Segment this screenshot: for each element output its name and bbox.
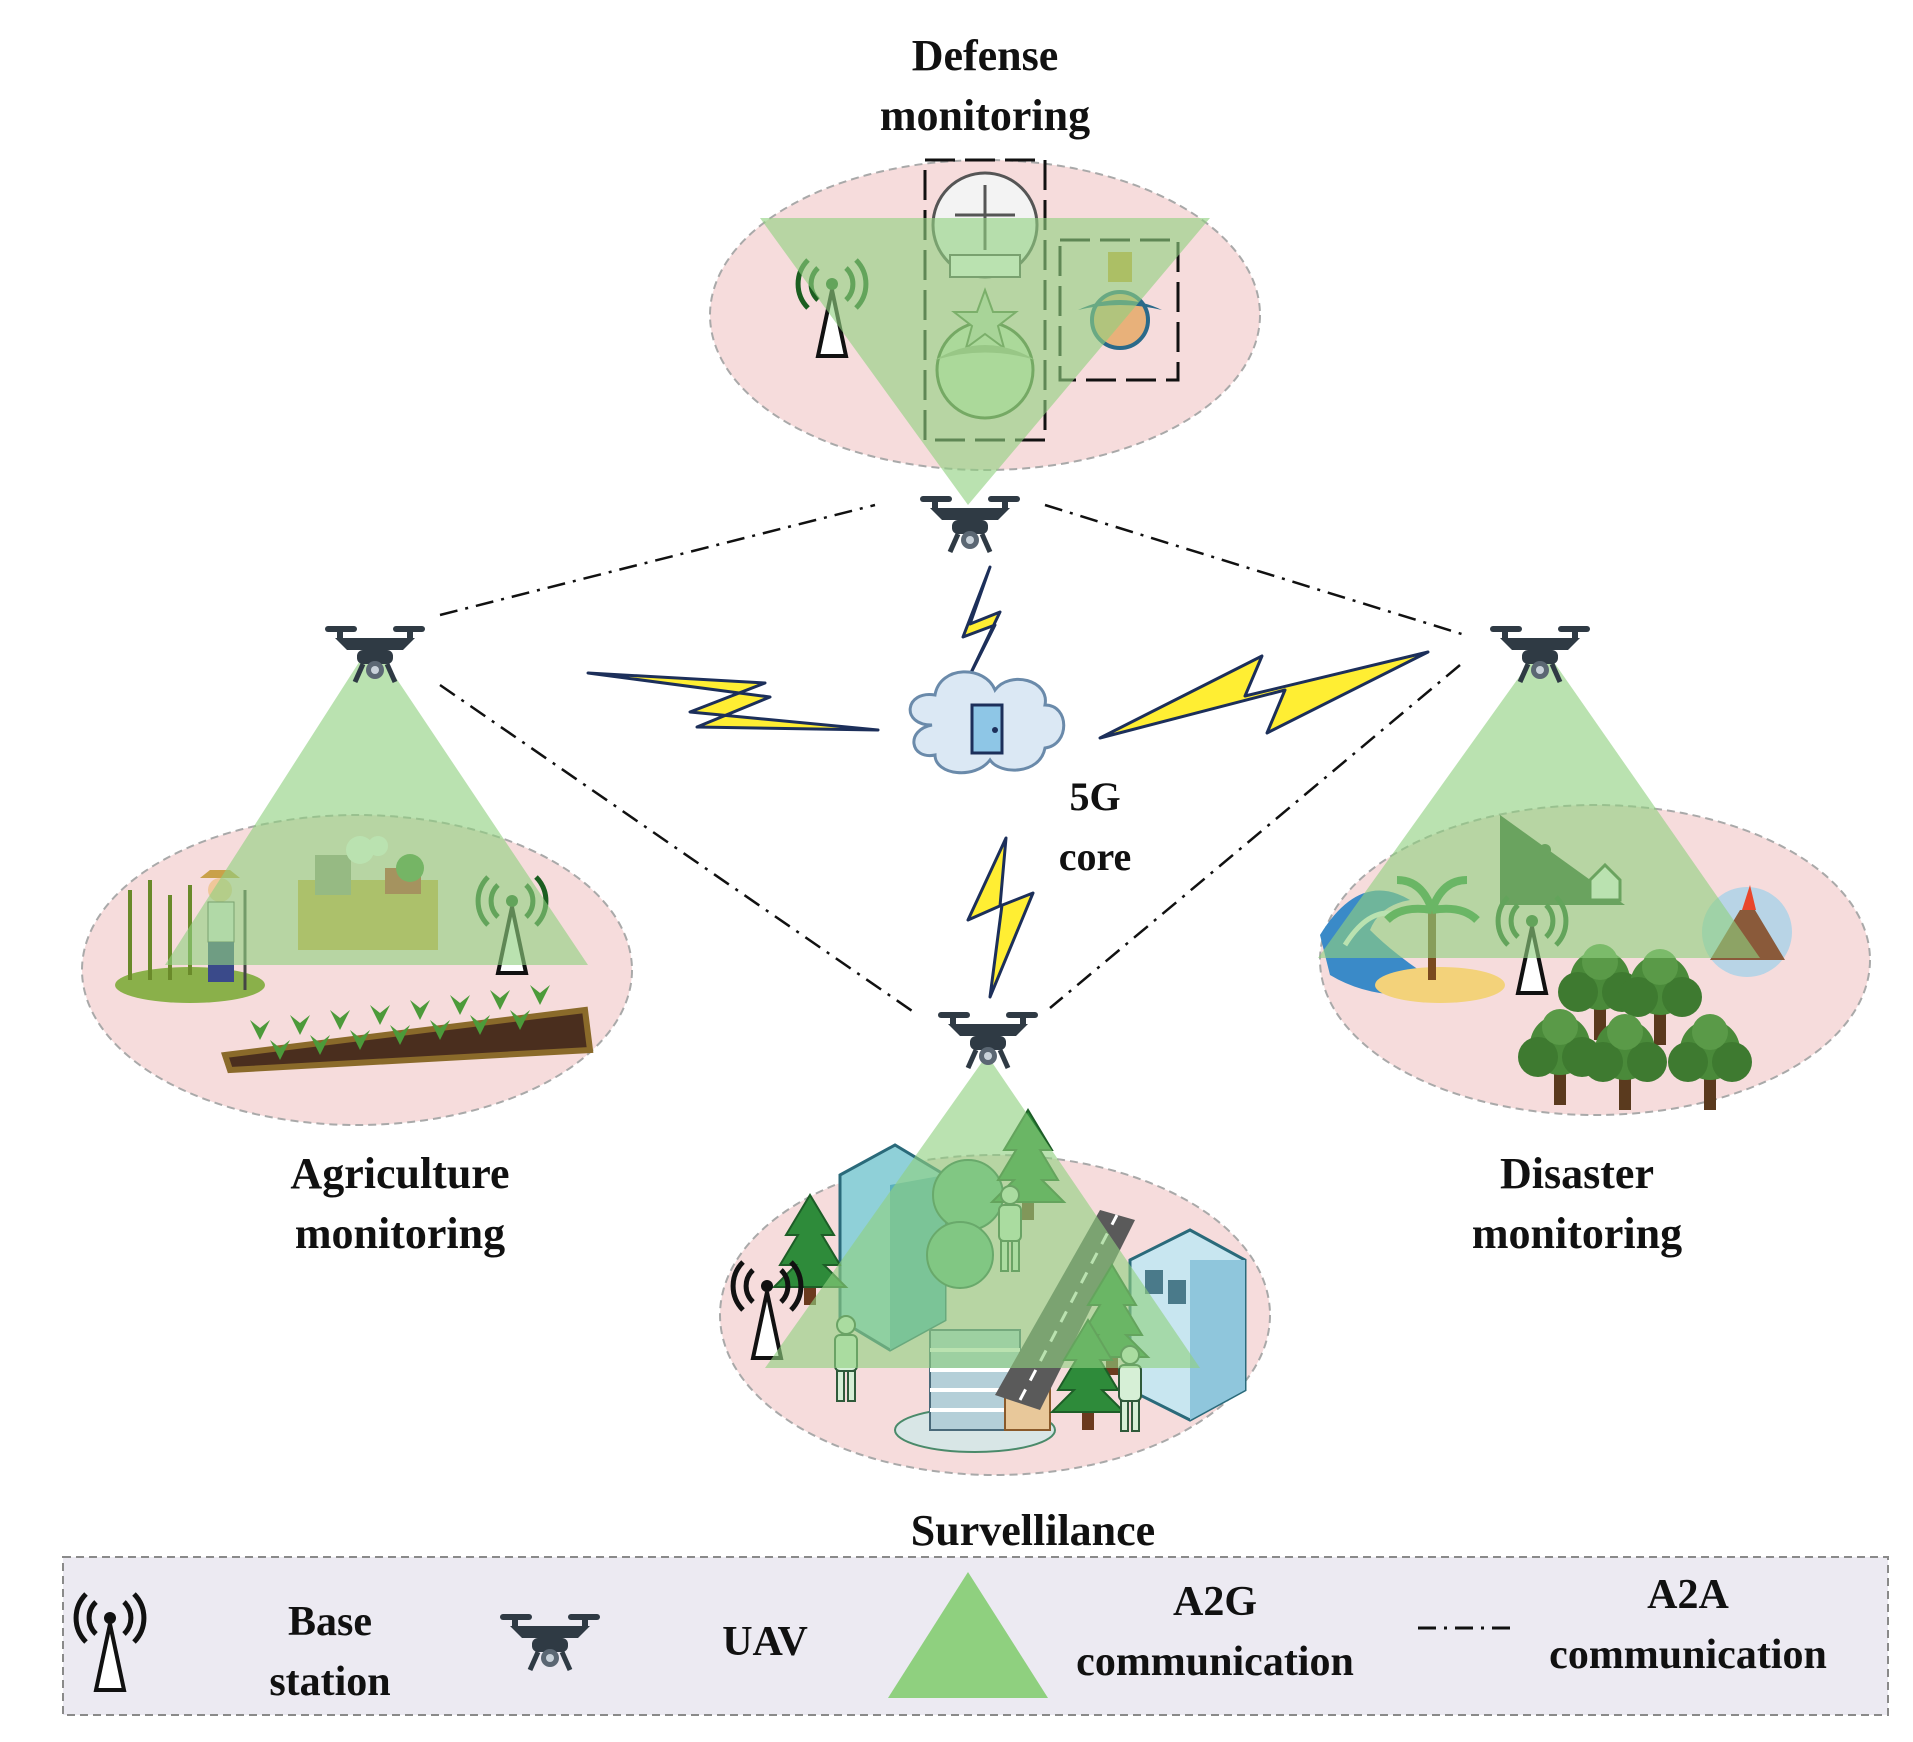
drone-icon bbox=[1490, 626, 1590, 682]
disaster-title-line2: monitoring bbox=[1472, 1209, 1682, 1258]
a2g-beam-defense bbox=[760, 218, 1210, 505]
agriculture-title-line1: Agriculture bbox=[290, 1149, 509, 1198]
core-label-line2: core bbox=[1059, 834, 1132, 879]
a2g-beam-disaster bbox=[1318, 645, 1760, 958]
agriculture-title-line2: monitoring bbox=[295, 1209, 505, 1258]
disaster-title-line1: Disaster bbox=[1500, 1149, 1654, 1198]
crop-field-icon bbox=[220, 985, 594, 1074]
legend-base-station-line1: Base bbox=[288, 1599, 372, 1645]
lightning-icon bbox=[586, 565, 1430, 999]
core-label-line1: 5G bbox=[1069, 774, 1120, 819]
defense-title-line1: Defense bbox=[912, 31, 1059, 80]
legend-a2g-line2: communication bbox=[1076, 1639, 1354, 1685]
surveillance-title: Survellilance bbox=[911, 1506, 1155, 1555]
cloud-server-icon bbox=[908, 670, 1066, 775]
legend-a2a-line2: communication bbox=[1549, 1632, 1827, 1678]
legend: Base station UAV A2G communication A2A c… bbox=[62, 1556, 1889, 1716]
drone-icon bbox=[938, 1012, 1038, 1068]
a2g-beam-agriculture bbox=[165, 642, 588, 965]
legend-uav-label: UAV bbox=[722, 1619, 808, 1665]
a2g-beam-surveillance bbox=[765, 1055, 1200, 1368]
drone-icon bbox=[325, 626, 425, 682]
legend-a2a-line1: A2A bbox=[1647, 1572, 1729, 1618]
drone-icon bbox=[920, 496, 1020, 552]
legend-base-station-line2: station bbox=[269, 1659, 390, 1705]
defense-title-line2: monitoring bbox=[880, 91, 1090, 140]
a2a-links bbox=[439, 503, 1466, 1017]
legend-a2g-line1: A2G bbox=[1173, 1579, 1257, 1625]
legend-a2g-swatch bbox=[888, 1572, 1048, 1698]
